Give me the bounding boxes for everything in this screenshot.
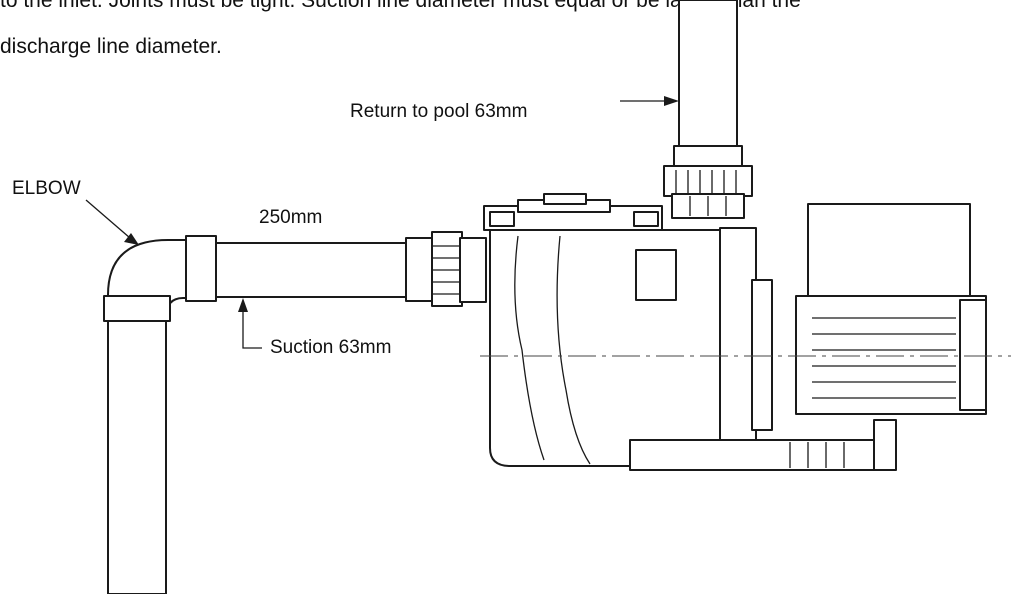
- elbow-fitting: [103, 235, 217, 594]
- return-arrow: [620, 96, 679, 106]
- length-label: 250mm: [259, 207, 323, 228]
- suction-pipe: [216, 231, 487, 307]
- suction-arrow: [238, 298, 262, 349]
- pump-body: [483, 193, 897, 471]
- instruction-text-line-1: to the inlet. Joints must be tight. Suct…: [0, 0, 801, 12]
- suction-label: Suction 63mm: [270, 337, 392, 358]
- elbow-arrow: [85, 199, 139, 245]
- elbow-label: ELBOW: [12, 178, 81, 199]
- return-pipe: [663, 0, 753, 219]
- pump-motor: [795, 203, 987, 415]
- instruction-text-line-2: discharge line diameter.: [0, 35, 222, 58]
- return-label: Return to pool 63mm: [350, 101, 528, 122]
